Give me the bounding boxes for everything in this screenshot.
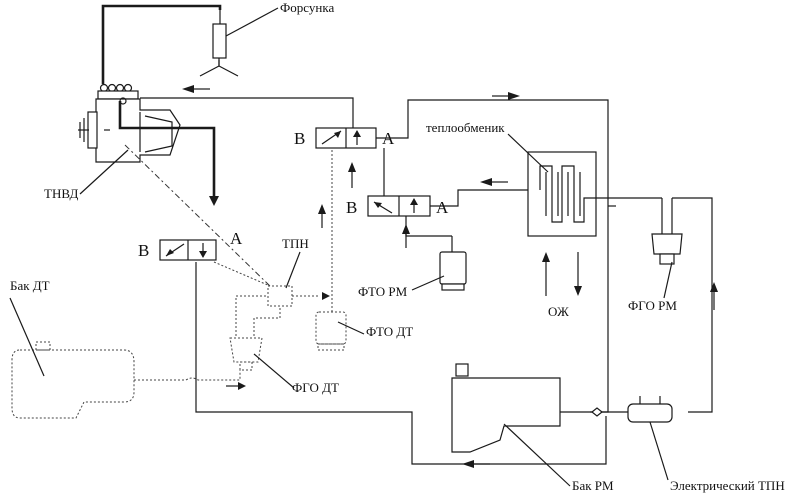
fgo-rm-label: ФГО РМ: [628, 298, 677, 313]
flow-arrow-left-bottom: [462, 460, 474, 468]
valve2-left-label: В: [294, 129, 305, 148]
electric-tpn-label: Электрический ТПН: [670, 478, 785, 493]
fto-rm-filter: [405, 216, 467, 291]
bak-dt-tank: [11, 341, 241, 419]
valve3-to-hx-line: [430, 189, 540, 207]
ozh-label: ОЖ: [548, 304, 569, 319]
fto-dt-label: ФТО ДТ: [366, 324, 413, 339]
fto-dt-leader: [337, 321, 365, 335]
bak-rm-tank: [451, 363, 561, 453]
fto-rm-leader: [411, 275, 445, 291]
valve-1: [159, 239, 217, 261]
hx-leader: [507, 133, 549, 173]
flow-arrow-up-4: [318, 204, 326, 214]
dt-dotted-2: [253, 306, 281, 336]
fto-dt-filter: [315, 311, 347, 351]
fto-rm-label: ФТО РМ: [358, 284, 408, 299]
tnvd-label: ТНВД: [44, 186, 79, 201]
fgo-dt-leader: [253, 353, 295, 389]
tnvd-return-line: [118, 101, 216, 203]
flow-arrow-up-1: [348, 162, 356, 172]
tnvd-pump: [78, 83, 181, 163]
flow-arrow-left-1: [182, 85, 194, 93]
bak-rm-leader: [503, 423, 571, 487]
tpn-leader: [285, 251, 301, 289]
flow-arrow-down-1: [209, 196, 219, 206]
top-loop-line: [376, 99, 609, 190]
bak-dt-label: Бак ДТ: [10, 278, 50, 293]
electric-tpn: [600, 396, 673, 423]
valve3-left-label: В: [346, 198, 357, 217]
fgo-dt-filter: [229, 337, 263, 371]
dashed-control-line: [124, 144, 273, 289]
fgo-dt-label: ФГО ДТ: [292, 380, 339, 395]
valve1-right-label: А: [230, 229, 243, 248]
valve3-right-label: А: [436, 198, 449, 217]
fgo-rm-leader: [663, 261, 673, 299]
valve1-left-label: В: [138, 241, 149, 260]
check-valve: [591, 407, 603, 417]
heat-exchanger: [527, 151, 612, 237]
injector: [199, 7, 279, 77]
feed-line-to-tnvd: [140, 97, 354, 128]
tpn-label: ТПН: [282, 236, 309, 251]
bak-dt-leader: [9, 297, 45, 377]
electric-tpn-leader: [649, 421, 669, 481]
heat-exchanger-label: теплообменик: [426, 120, 505, 135]
dt-dotted-1: [235, 295, 268, 336]
high-pressure-line: [101, 4, 222, 84]
bak-rm-label: Бак РМ: [572, 478, 614, 493]
bottom-return-line: [195, 262, 607, 465]
injector-label: Форсунка: [280, 0, 334, 15]
flow-arrow-left-2: [480, 178, 492, 186]
flow-arrow-right-top: [508, 92, 520, 100]
valve-2: [315, 127, 377, 149]
valve-3: [367, 195, 431, 217]
flow-arrow-up-3: [710, 282, 718, 292]
ozh-arrow-down: [574, 286, 582, 296]
tpn-pump: [213, 261, 320, 307]
tnvd-leader: [79, 149, 129, 195]
flow-arrow-right-dt: [238, 382, 246, 390]
flow-arrow-right-tpn: [322, 292, 330, 300]
fgo-rm-filter: [612, 197, 713, 413]
ozh-arrow-up: [542, 252, 550, 262]
